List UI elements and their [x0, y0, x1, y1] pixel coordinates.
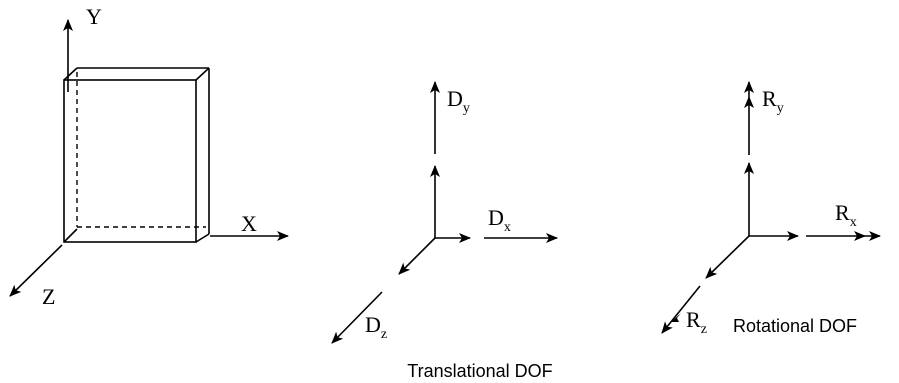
panel-box: [63, 67, 210, 243]
ry-label: Ry: [762, 86, 784, 116]
rotational-dof-caption: Rotational DOF: [733, 316, 857, 336]
rz-double-arrow: [661, 285, 701, 334]
z-axis-arrow: [9, 244, 63, 297]
dy-label: Dy: [447, 86, 470, 116]
z-axis-label: Z: [42, 284, 55, 309]
rz-label: Rz: [686, 307, 707, 337]
translational-dof-panel: Dy Dx Dz Translational DOF: [331, 81, 558, 381]
dx-label: Dx: [488, 205, 511, 235]
local-z-axis: [398, 237, 436, 275]
global-axes-panel: Y X Z: [9, 4, 289, 309]
translational-dof-caption: Translational DOF: [407, 361, 552, 381]
dz-label: Dz: [365, 312, 387, 342]
rotational-dof-panel: Ry Rx Rz Rotational DOF: [661, 81, 881, 337]
dz-arrow: [331, 291, 383, 344]
x-axis-label: X: [241, 211, 257, 236]
y-axis-label: Y: [86, 4, 102, 29]
ry-double-arrow: [744, 81, 754, 155]
rx-double-arrow: [806, 231, 881, 241]
rx-label: Rx: [835, 200, 857, 230]
local-z-axis: [705, 235, 750, 279]
